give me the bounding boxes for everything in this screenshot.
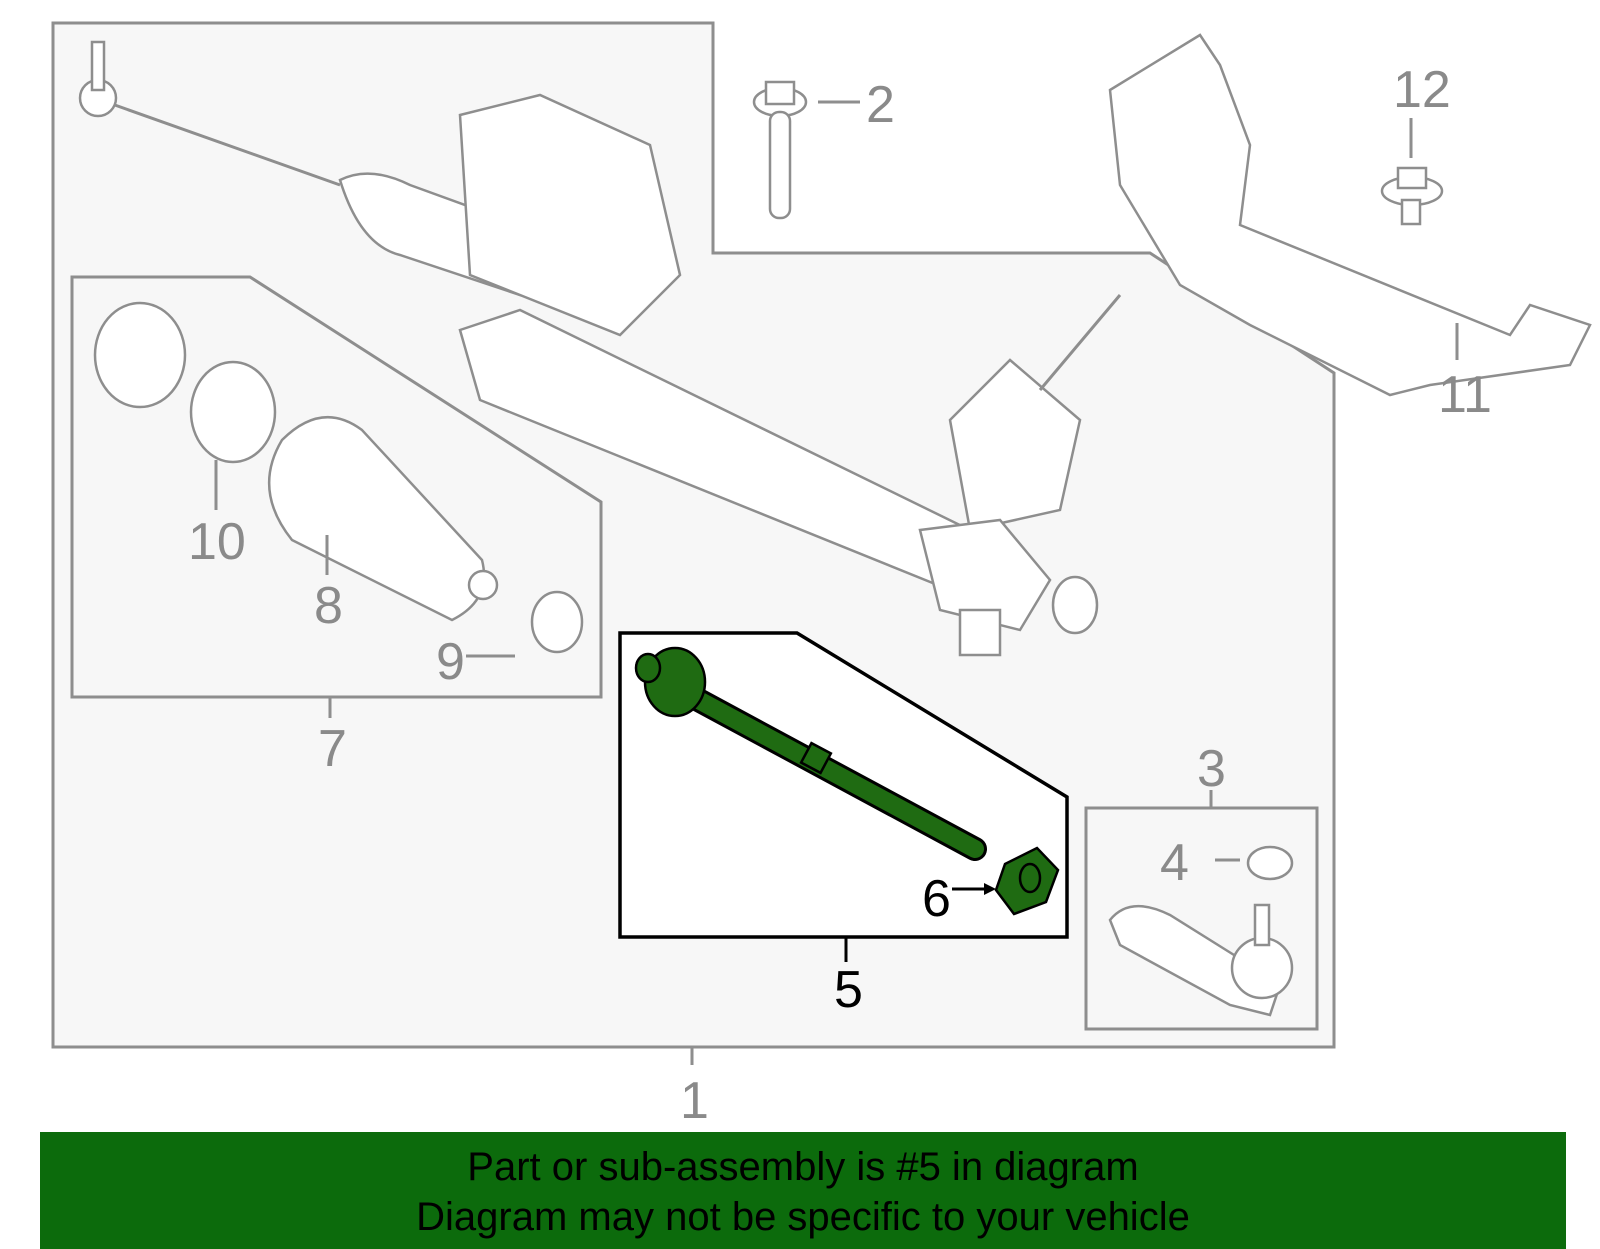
callout-6: 6 bbox=[922, 870, 951, 928]
banner-line-1: Part or sub-assembly is #5 in diagram bbox=[467, 1145, 1139, 1189]
boot-kit-illustration bbox=[93, 301, 584, 654]
bracket-11-illustration bbox=[1108, 33, 1592, 397]
callout-3: 3 bbox=[1197, 740, 1226, 798]
callout-10: 10 bbox=[188, 513, 246, 571]
bolt-2-illustration bbox=[752, 80, 808, 220]
callout-1: 1 bbox=[680, 1072, 709, 1130]
callout-7: 7 bbox=[318, 720, 347, 778]
jam-nut-6 bbox=[994, 846, 1060, 916]
callout-2: 2 bbox=[866, 76, 895, 134]
steering-rack-illustration bbox=[78, 40, 1122, 657]
callout-11: 11 bbox=[1438, 366, 1492, 424]
callout-4: 4 bbox=[1160, 834, 1189, 892]
callout-12: 12 bbox=[1393, 61, 1451, 119]
inner-tie-rod-5 bbox=[634, 646, 987, 861]
callout-5: 5 bbox=[834, 961, 863, 1019]
tie-rod-end-illustration bbox=[1108, 845, 1294, 1017]
nut-12-illustration bbox=[1380, 166, 1444, 226]
info-banner: Part or sub-assembly is #5 in diagram Di… bbox=[40, 1132, 1566, 1249]
banner-line-2: Diagram may not be specific to your vehi… bbox=[416, 1195, 1190, 1239]
callout-9: 9 bbox=[436, 633, 465, 691]
callout-8: 8 bbox=[314, 577, 343, 635]
